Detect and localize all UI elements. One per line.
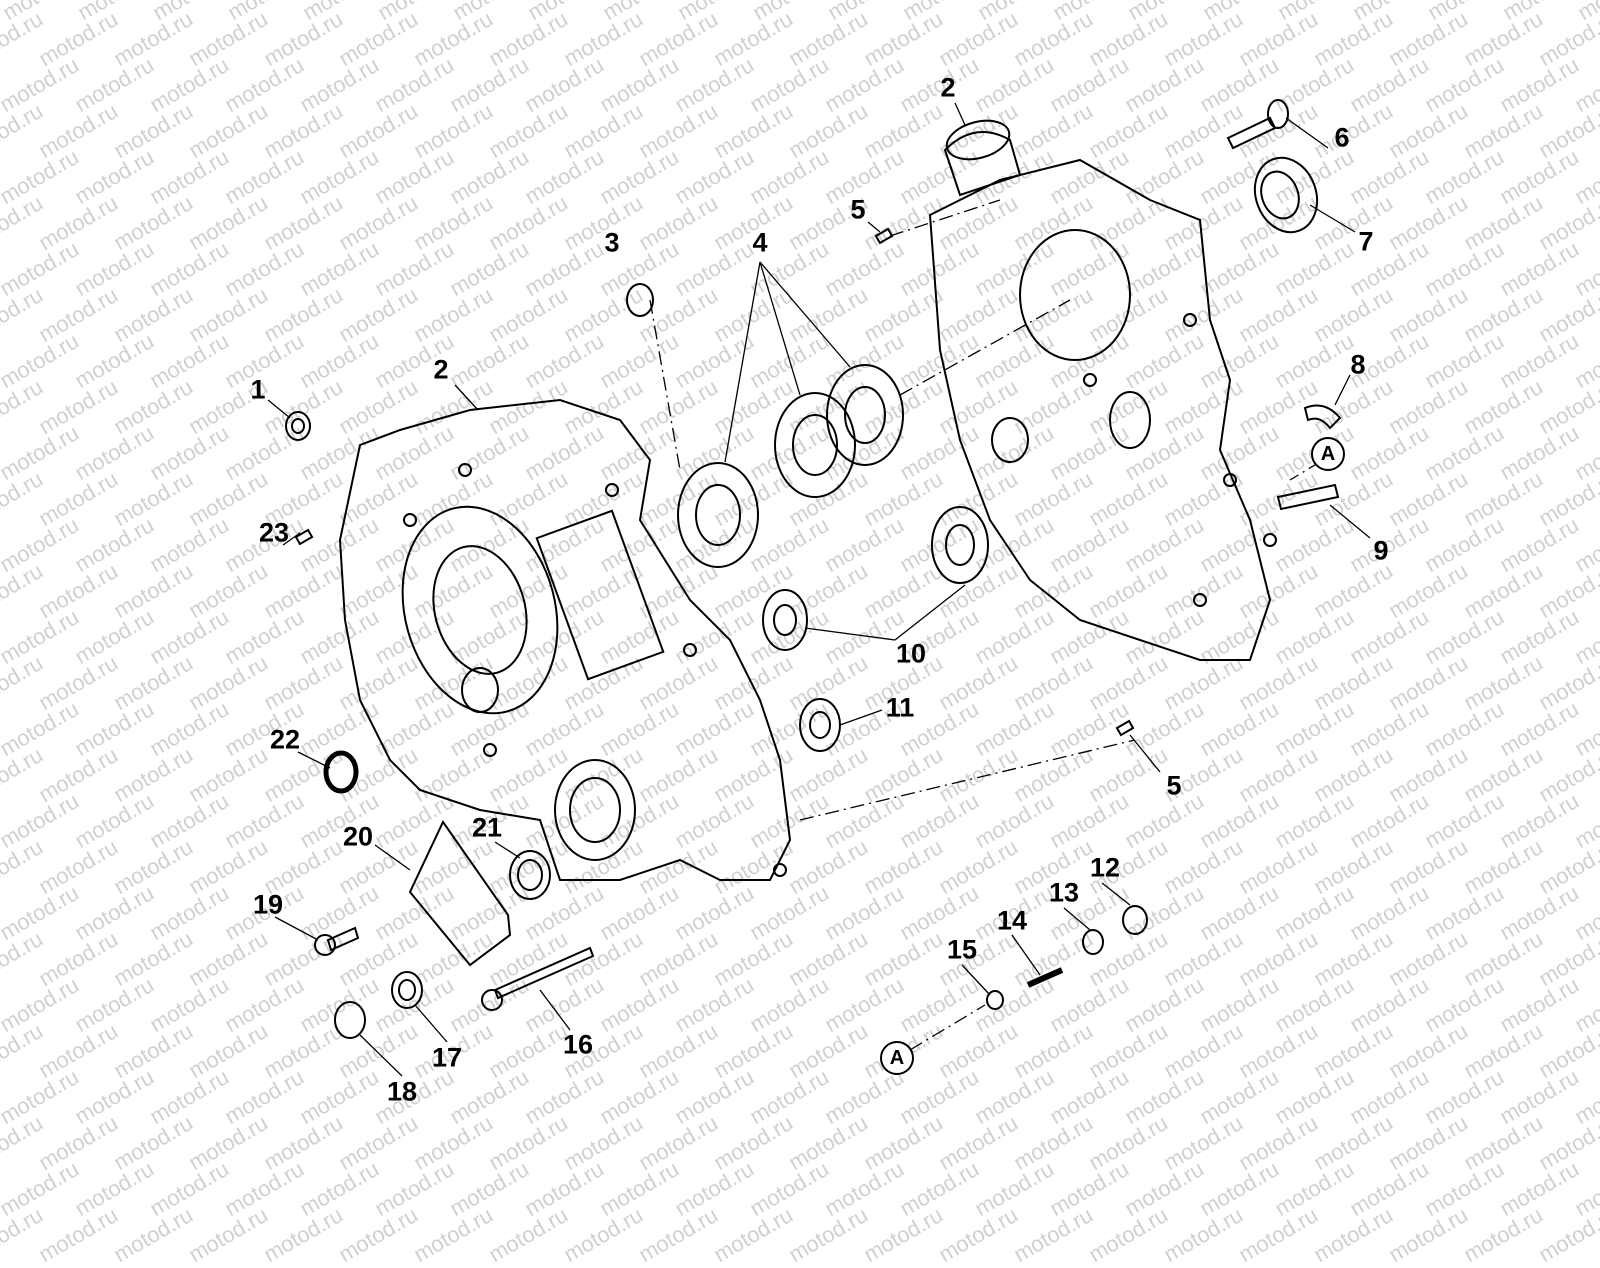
callout-6: 6 [1334,122,1350,153]
watermark-text: motod.ru [184,1202,273,1268]
leader-lines [267,102,1371,1077]
watermark-text: motod.ru [259,1202,348,1268]
watermark-text: motod.ru [334,1202,423,1268]
callout-19: 19 [252,889,284,920]
watermark-text: motod.ru [1459,1202,1548,1268]
watermark-text: motod.ru [1159,1202,1248,1268]
left-crankcase-half [338,398,792,881]
callout-3: 3 [604,227,620,258]
watermark-text: motod.ru [859,1202,948,1268]
callout-21: 21 [471,812,503,843]
watermark-text: motod.ru [34,1202,123,1268]
callout-10: 10 [895,638,927,669]
watermark-text: motod.ru [1534,1202,1600,1268]
callout-22: 22 [269,724,301,755]
callout-8: 8 [1350,349,1366,380]
callout-4: 4 [752,227,768,258]
callout-23: 23 [258,517,290,548]
callout-20: 20 [342,821,374,852]
exploded-diagram [267,99,1371,1077]
watermark-text: motod.ru [1234,1202,1323,1268]
watermark-text: motod.ru [784,1202,873,1268]
watermark-text: motod.ru [409,1202,498,1268]
watermark-text: motod.ru [1009,1202,1098,1268]
watermark-text: motod.ru [709,1202,798,1268]
reference-marker-A1: A [1311,437,1345,471]
watermark-text: motod.ru [559,1202,648,1268]
reference-marker-A2: A [880,1041,914,1075]
callout-1: 1 [250,374,266,405]
watermark-text: motod.ru [109,1202,198,1268]
callout-2a: 2 [433,354,449,385]
callout-11: 11 [885,692,915,723]
watermark-text: motod.ru [634,1202,723,1268]
callout-18: 18 [386,1076,418,1107]
small-parts [285,99,1342,1039]
watermark-text: motod.ru [1384,1202,1473,1268]
callout-5a: 5 [850,194,866,225]
right-crankcase-half [928,119,1277,661]
callout-17: 17 [431,1042,463,1073]
watermark-text: motod.ru [0,1202,48,1268]
callout-7: 7 [1358,226,1374,257]
callout-5b: 5 [1166,770,1182,801]
callout-9: 9 [1373,535,1389,566]
callout-13: 13 [1048,877,1080,908]
callout-14: 14 [996,905,1028,936]
callout-16: 16 [562,1029,594,1060]
watermark-text: motod.ru [1309,1202,1398,1268]
callout-12: 12 [1089,852,1121,883]
callout-2b: 2 [940,72,956,103]
watermark-text: motod.ru [934,1202,1023,1268]
callout-15: 15 [946,934,978,965]
watermark-text: motod.ru [1084,1202,1173,1268]
watermark-text: motod.ru [484,1202,573,1268]
